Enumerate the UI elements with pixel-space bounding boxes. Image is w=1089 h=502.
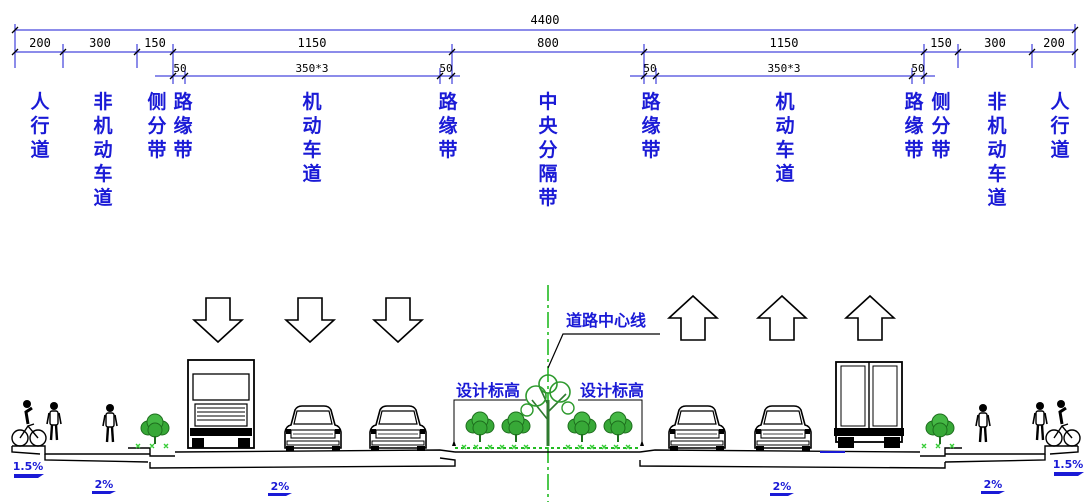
zone-label-sidewalk-right: 人行道 xyxy=(1049,91,1070,161)
design-elevation-label-left: 设计标高 xyxy=(456,381,520,400)
dim-curb-right-inner: 50 xyxy=(643,62,656,75)
centerline-leader xyxy=(547,333,660,369)
design-elevation-label-right: 设计标高 xyxy=(580,381,644,400)
design-elevation-leader-left xyxy=(453,399,526,446)
zone-label-nonmotor-right: 非机动车道 xyxy=(987,91,1006,209)
arrow-up-icon xyxy=(757,295,807,341)
dim-lanes-right: 350*3 xyxy=(767,62,800,75)
dim-sidewalk-left: 200 xyxy=(29,36,51,50)
slope-sidewalk-left: 1.5% xyxy=(13,460,44,473)
zone-labels: 人行道非机动车道侧分带路缘带机动车道路缘带中央分隔带路缘带机动车道路缘带侧分带非… xyxy=(29,90,1070,209)
car-front-icon xyxy=(284,405,342,452)
zone-label-sidewalk-left: 人行道 xyxy=(29,91,50,161)
pedestrian-icon xyxy=(1031,400,1049,442)
truck-front-icon xyxy=(187,359,255,449)
traffic-direction-arrows-right xyxy=(668,295,895,341)
median-vegetation xyxy=(461,374,633,450)
grass-marks xyxy=(135,443,955,449)
pedestrian-icon xyxy=(974,402,992,444)
arrow-up-icon xyxy=(845,295,895,341)
dim-carriageway-left: 1150 xyxy=(298,36,327,50)
dim-curb-right-outer: 50 xyxy=(911,62,924,75)
dim-side-divider-right: 150 xyxy=(930,36,952,50)
dim-lanes-left: 350*3 xyxy=(295,62,328,75)
dim-median: 800 xyxy=(537,36,559,50)
shrub-icon xyxy=(925,413,955,445)
arrow-up-icon xyxy=(668,295,718,341)
car-front-icon xyxy=(369,405,427,452)
shrub-icon xyxy=(140,413,170,445)
dimension-ticks xyxy=(11,26,1079,80)
design-elevation-leader-right xyxy=(578,399,643,446)
dim-curb-left-inner: 50 xyxy=(439,62,452,75)
truck-rear-icon xyxy=(834,361,904,448)
car-front-icon xyxy=(668,405,726,452)
zone-label-curb-left-outer: 路缘带 xyxy=(173,90,193,161)
dim-total: 4400 xyxy=(531,13,560,27)
centerline-label: 道路中心线 xyxy=(566,311,646,330)
zone-label-nonmotor-left: 非机动车道 xyxy=(93,91,112,209)
shrub-icon xyxy=(603,411,633,443)
dim-side-divider-left: 150 xyxy=(144,36,166,50)
slope-nonmotor-right: 2% xyxy=(984,478,1003,491)
dim-nonmotor-left: 300 xyxy=(89,36,111,50)
dim-sidewalk-right: 200 xyxy=(1043,36,1065,50)
zone-label-side-divider-right: 侧分带 xyxy=(931,91,950,161)
cyclist-icon xyxy=(10,398,48,448)
shrub-icon xyxy=(567,411,597,443)
slope-markers: 1.5% 2% 2% 2% 2% 1.5% xyxy=(13,458,1084,496)
car-front-icon xyxy=(754,405,812,452)
slope-sidewalk-right: 1.5% xyxy=(1053,458,1084,471)
zone-label-curb-right-outer: 路缘带 xyxy=(904,90,924,161)
slope-carriageway-left: 2% xyxy=(271,480,290,493)
zone-label-curb-right-inner: 路缘带 xyxy=(641,90,661,161)
traffic-direction-arrows-left xyxy=(193,297,423,343)
dim-carriageway-right: 1150 xyxy=(770,36,799,50)
pedestrian-icon xyxy=(101,402,119,444)
shrub-icon xyxy=(465,411,495,443)
arrow-down-icon xyxy=(373,297,423,343)
zone-label-side-divider-left: 侧分带 xyxy=(147,91,166,161)
pedestrian-icon xyxy=(45,400,63,442)
zone-label-median: 中央分隔带 xyxy=(538,90,558,209)
arrow-down-icon xyxy=(193,297,243,343)
zone-label-carriageway-left: 机动车道 xyxy=(302,91,321,185)
dim-curb-left-outer: 50 xyxy=(173,62,186,75)
tree-icon xyxy=(520,374,575,446)
cyclist-icon xyxy=(1044,398,1082,448)
zone-label-carriageway-right: 机动车道 xyxy=(775,91,794,185)
slope-nonmotor-left: 2% xyxy=(95,478,114,491)
road-section-profile xyxy=(11,445,1079,469)
dimension-lines xyxy=(14,24,1076,84)
dim-nonmotor-right: 300 xyxy=(984,36,1006,50)
zone-label-curb-left-inner: 路缘带 xyxy=(438,90,458,161)
arrow-down-icon xyxy=(285,297,335,343)
slope-carriageway-right: 2% xyxy=(773,480,792,493)
